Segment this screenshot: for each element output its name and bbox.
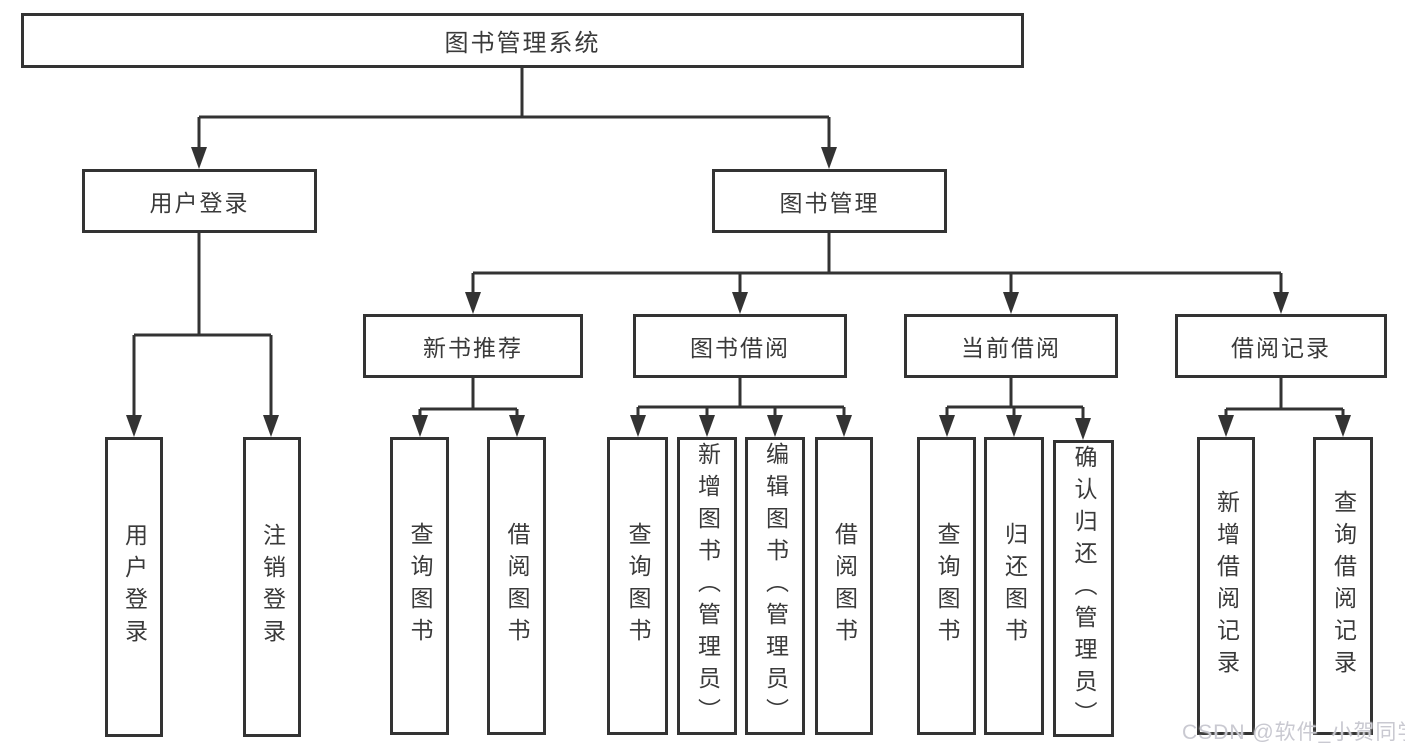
leaf-add-book-admin-label: 新增图书（管理员） — [694, 442, 721, 730]
leaf-edit-book-admin: 编辑图书（管理员） — [745, 437, 805, 735]
leaf-borrow-query-books-label: 查询图书 — [625, 522, 651, 650]
leaf-user-login-label: 用户登录 — [121, 523, 148, 651]
node-borrowing-records-label: 借阅记录 — [1231, 335, 1331, 361]
leaf-borrow-query-books: 查询图书 — [607, 437, 668, 735]
node-new-book-recommend: 新书推荐 — [363, 314, 583, 378]
connector-root-to-level2 — [191, 68, 837, 169]
node-new-book-recommend-label: 新书推荐 — [423, 335, 523, 361]
leaf-user-login: 用户登录 — [105, 437, 163, 737]
leaf-recommend-query-books: 查询图书 — [390, 437, 449, 735]
leaf-add-book-admin: 新增图书（管理员） — [677, 437, 737, 735]
leaf-edit-book-admin-label: 编辑图书（管理员） — [762, 442, 789, 730]
leaf-query-borrow-record-label: 查询借阅记录 — [1330, 490, 1357, 682]
leaf-confirm-return-admin-label: 确认归还（管理员） — [1071, 444, 1097, 733]
leaf-recommend-borrow-books: 借阅图书 — [487, 437, 546, 735]
leaf-confirm-return-admin: 确认归还（管理员） — [1053, 440, 1114, 737]
connector-record-to-leaves — [1218, 378, 1351, 437]
csdn-watermark: CSDN @软件_小贺同学 — [1182, 721, 1405, 744]
node-book-management: 图书管理 — [712, 169, 947, 233]
node-book-borrowing-label: 图书借阅 — [690, 335, 790, 361]
connector-current-to-leaves — [939, 378, 1091, 440]
connector-userlogin-to-leaves — [126, 233, 279, 437]
connector-recommend-to-leaves — [412, 378, 525, 437]
node-book-management-label: 图书管理 — [779, 190, 880, 216]
node-current-borrowing: 当前借阅 — [904, 314, 1118, 378]
leaf-recommend-query-books-label: 查询图书 — [407, 522, 433, 650]
leaf-return-books: 归还图书 — [984, 437, 1044, 735]
leaf-logout: 注销登录 — [243, 437, 301, 737]
node-root: 图书管理系统 — [21, 13, 1024, 68]
leaf-query-borrow-record: 查询借阅记录 — [1313, 437, 1373, 735]
node-user-login: 用户登录 — [82, 169, 317, 233]
leaf-add-borrow-record: 新增借阅记录 — [1197, 437, 1255, 735]
connector-borrow-to-leaves — [630, 378, 852, 437]
leaf-current-query-books-label: 查询图书 — [934, 522, 960, 650]
leaf-borrow-books: 借阅图书 — [815, 437, 873, 735]
leaf-borrow-books-label: 借阅图书 — [831, 522, 858, 650]
leaf-add-borrow-record-label: 新增借阅记录 — [1213, 490, 1240, 682]
node-book-borrowing: 图书借阅 — [633, 314, 847, 378]
leaf-current-query-books: 查询图书 — [917, 437, 976, 735]
leaf-logout-label: 注销登录 — [259, 523, 286, 651]
connector-bookmgmt-to-level3 — [465, 233, 1289, 314]
leaf-return-books-label: 归还图书 — [1001, 522, 1028, 650]
node-borrowing-records: 借阅记录 — [1175, 314, 1387, 378]
node-user-login-label: 用户登录 — [149, 190, 250, 216]
node-current-borrowing-label: 当前借阅 — [961, 335, 1061, 361]
leaf-recommend-borrow-books-label: 借阅图书 — [504, 522, 530, 650]
node-root-label: 图书管理系统 — [444, 30, 601, 57]
